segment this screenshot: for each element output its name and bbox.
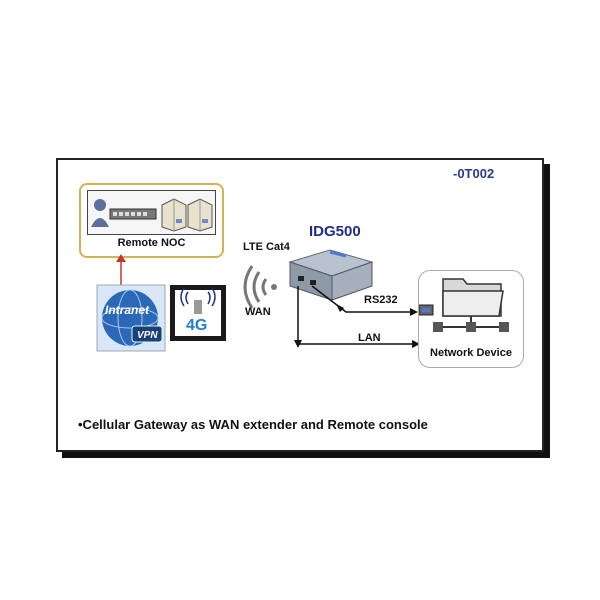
lan-link [294, 286, 420, 348]
remote-noc-box: Remote NOC [79, 183, 224, 258]
lan-label: LAN [358, 332, 381, 344]
folder-icon [442, 278, 504, 317]
4g-badge: 4G [186, 317, 207, 334]
user-icon [91, 199, 109, 227]
wan-label: WAN [245, 306, 271, 318]
idg500-label: IDG500 [309, 223, 361, 240]
intranet-vpn-icon [96, 284, 166, 352]
intranet-text: Intranet [105, 303, 150, 317]
wireless-signal-icon [243, 265, 277, 309]
vpn-to-noc-arrow [116, 254, 126, 285]
network-device-box: Network Device [418, 270, 524, 368]
rs232-link [311, 285, 418, 316]
idg500-device-icon [288, 249, 374, 301]
serial-connector-icon [419, 304, 434, 316]
rs232-label: RS232 [364, 294, 398, 306]
network-nodes-icon [433, 316, 509, 332]
network-device-label: Network Device [430, 347, 512, 359]
caption-text: •Cellular Gateway as WAN extender and Re… [78, 417, 428, 432]
server-icon [161, 198, 187, 232]
vpn-text: VPN [137, 330, 158, 341]
network-switch-icon [109, 208, 157, 220]
server-icon [187, 198, 213, 232]
remote-noc-label: Remote NOC [117, 237, 186, 249]
document-code: -0T002 [453, 166, 495, 181]
4g-tablet-icon [170, 285, 226, 341]
noc-equipment-panel [87, 190, 216, 235]
lte-cat4-label: LTE Cat4 [243, 241, 290, 253]
